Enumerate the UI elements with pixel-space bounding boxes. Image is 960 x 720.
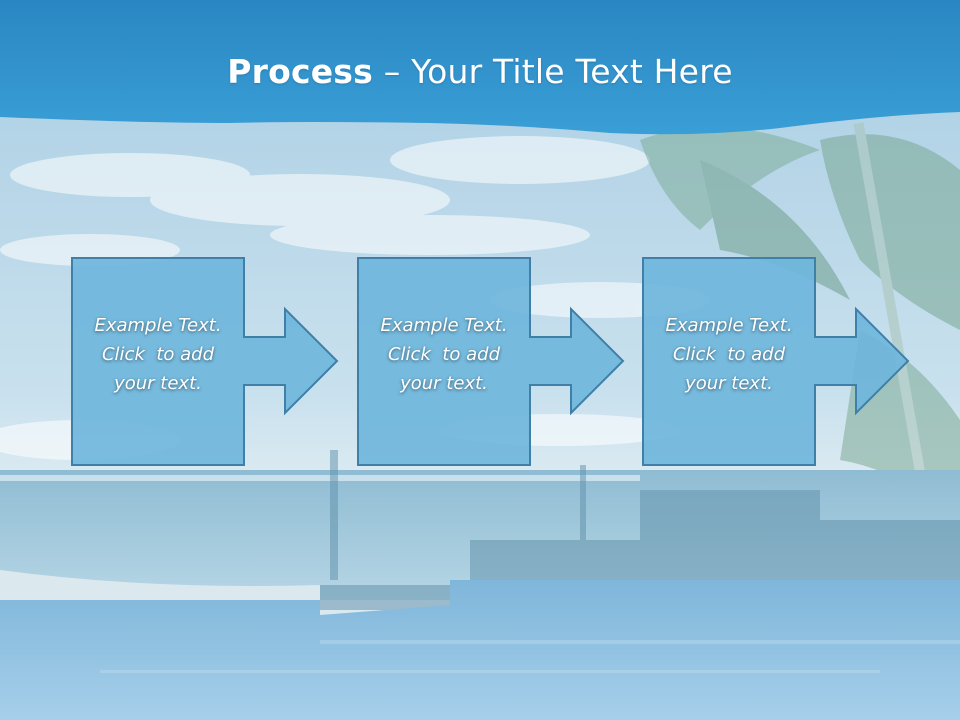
title-separator: – — [373, 52, 412, 91]
step-1-line-2: Click to add — [101, 344, 214, 365]
step-3-line-2: Click to add — [672, 344, 785, 365]
slide-title[interactable]: Process – Your Title Text Here — [0, 52, 960, 91]
step-2-line-3: your text. — [400, 373, 488, 394]
step-1-line-1: Example Text. — [94, 315, 222, 336]
step-2-arrow-shape — [357, 257, 625, 466]
step-1-text: Example Text. Click to add your text. — [73, 311, 243, 398]
step-2-line-1: Example Text. — [380, 315, 508, 336]
step-3-text: Example Text. Click to add your text. — [644, 311, 814, 398]
step-1-line-3: your text. — [114, 373, 202, 394]
title-rest: Your Title Text Here — [411, 52, 733, 91]
step-2-text: Example Text. Click to add your text. — [359, 311, 529, 398]
step-2-line-2: Click to add — [387, 344, 500, 365]
process-step-2[interactable]: Example Text. Click to add your text. — [357, 257, 627, 469]
step-3-line-3: your text. — [685, 373, 773, 394]
title-bold: Process — [227, 52, 373, 91]
process-step-3[interactable]: Example Text. Click to add your text. — [642, 257, 912, 469]
process-step-1[interactable]: Example Text. Click to add your text. — [71, 257, 341, 469]
step-3-arrow-shape — [642, 257, 910, 466]
step-3-line-1: Example Text. — [665, 315, 793, 336]
step-1-arrow-shape — [71, 257, 339, 466]
